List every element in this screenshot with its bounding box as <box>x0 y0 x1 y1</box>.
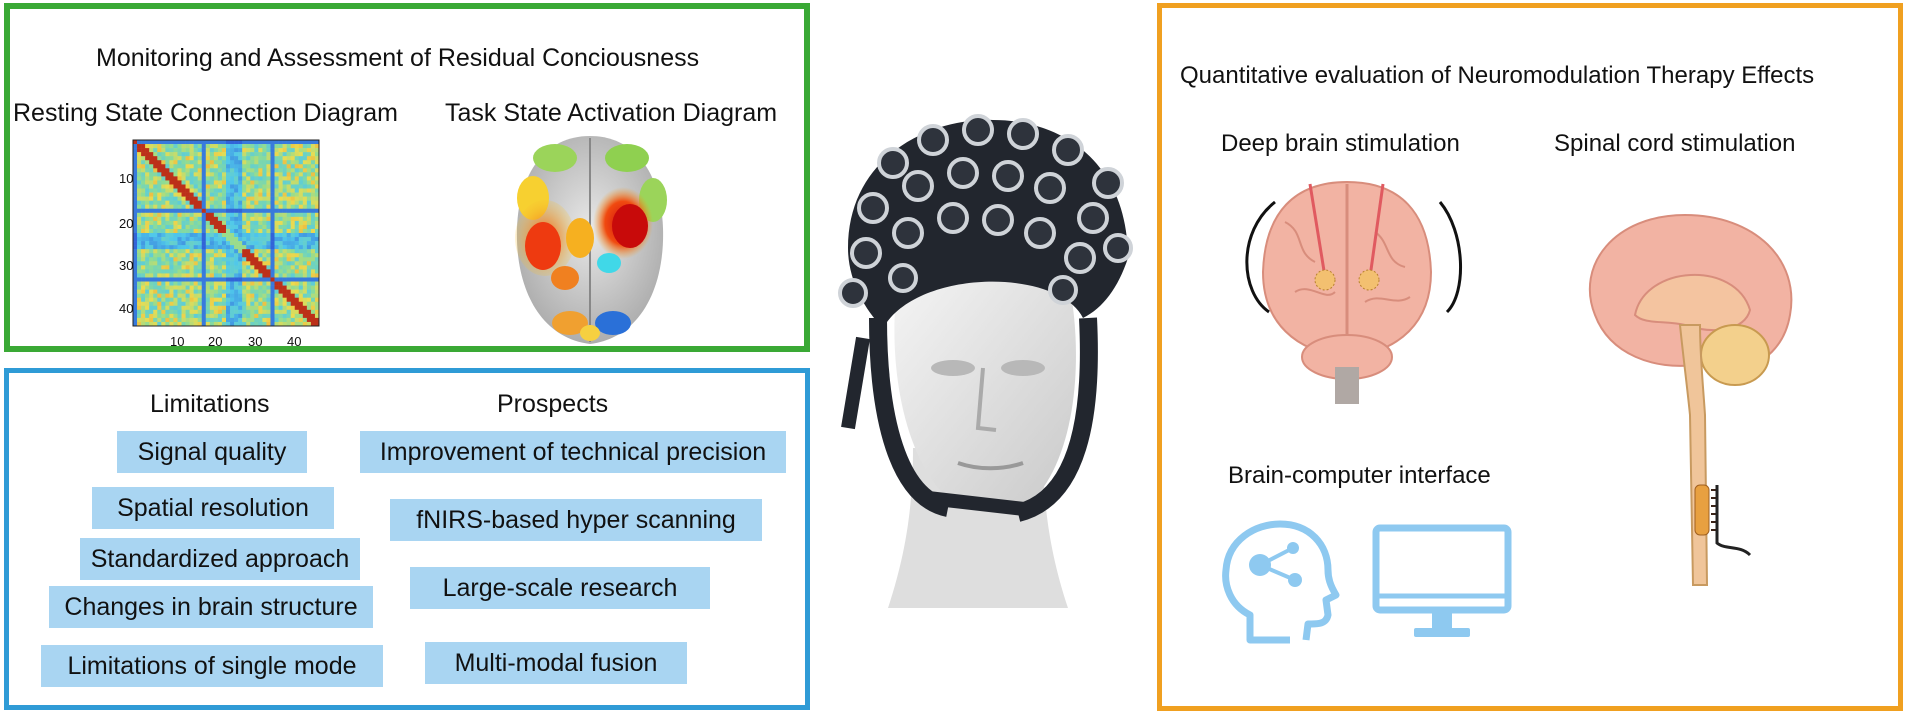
limitation-chip: Limitations of single mode <box>41 645 383 687</box>
prospect-chip: Multi-modal fusion <box>425 642 687 684</box>
dbs-label: Deep brain stimulation <box>1221 130 1460 157</box>
resting-state-label: Resting State Connection Diagram <box>13 99 398 127</box>
limitation-chip: Changes in brain structure <box>49 586 373 628</box>
matrix-x-tick: 10 <box>170 334 185 349</box>
neuromodulation-panel <box>1157 3 1903 711</box>
limitation-chip: Signal quality <box>117 431 307 473</box>
prospect-chip: fNIRS-based hyper scanning <box>390 499 762 541</box>
prospect-chip: Large-scale research <box>410 567 710 609</box>
limitation-chip: Spatial resolution <box>92 487 334 529</box>
matrix-x-tick: 40 <box>287 334 302 349</box>
brain-sagittal-icon <box>1589 213 1793 586</box>
bci-label: Brain-computer interface <box>1228 462 1491 489</box>
limitation-chip: Standardized approach <box>80 538 360 580</box>
monitor-icon <box>1372 524 1512 637</box>
monitoring-title: Monitoring and Assessment of Residual Co… <box>96 44 700 72</box>
task-state-label: Task State Activation Diagram <box>445 99 778 127</box>
matrix-y-tick: 40 <box>119 301 134 316</box>
activation-brain-icon <box>515 136 667 344</box>
matrix-y-tick: 30 <box>119 258 134 273</box>
matrix-y-tick: 20 <box>119 216 134 231</box>
head-network-icon <box>1222 520 1340 644</box>
prospects-heading: Prospects <box>497 390 609 418</box>
eeg-cap-head-icon <box>838 114 1133 608</box>
brain-front-icon <box>1245 180 1462 404</box>
connectivity-matrix <box>132 139 320 327</box>
scs-label: Spinal cord stimulation <box>1554 130 1796 157</box>
matrix-x-tick: 20 <box>208 334 223 349</box>
neuromodulation-title: Quantitative evaluation of Neuromodulati… <box>1180 62 1815 89</box>
prospect-chip: Improvement of technical precision <box>360 431 786 473</box>
monitoring-panel <box>4 3 810 352</box>
matrix-y-tick: 10 <box>119 171 134 186</box>
limitations-prospects-panel <box>4 368 810 710</box>
limitations-heading: Limitations <box>150 390 270 418</box>
matrix-x-tick: 30 <box>248 334 263 349</box>
